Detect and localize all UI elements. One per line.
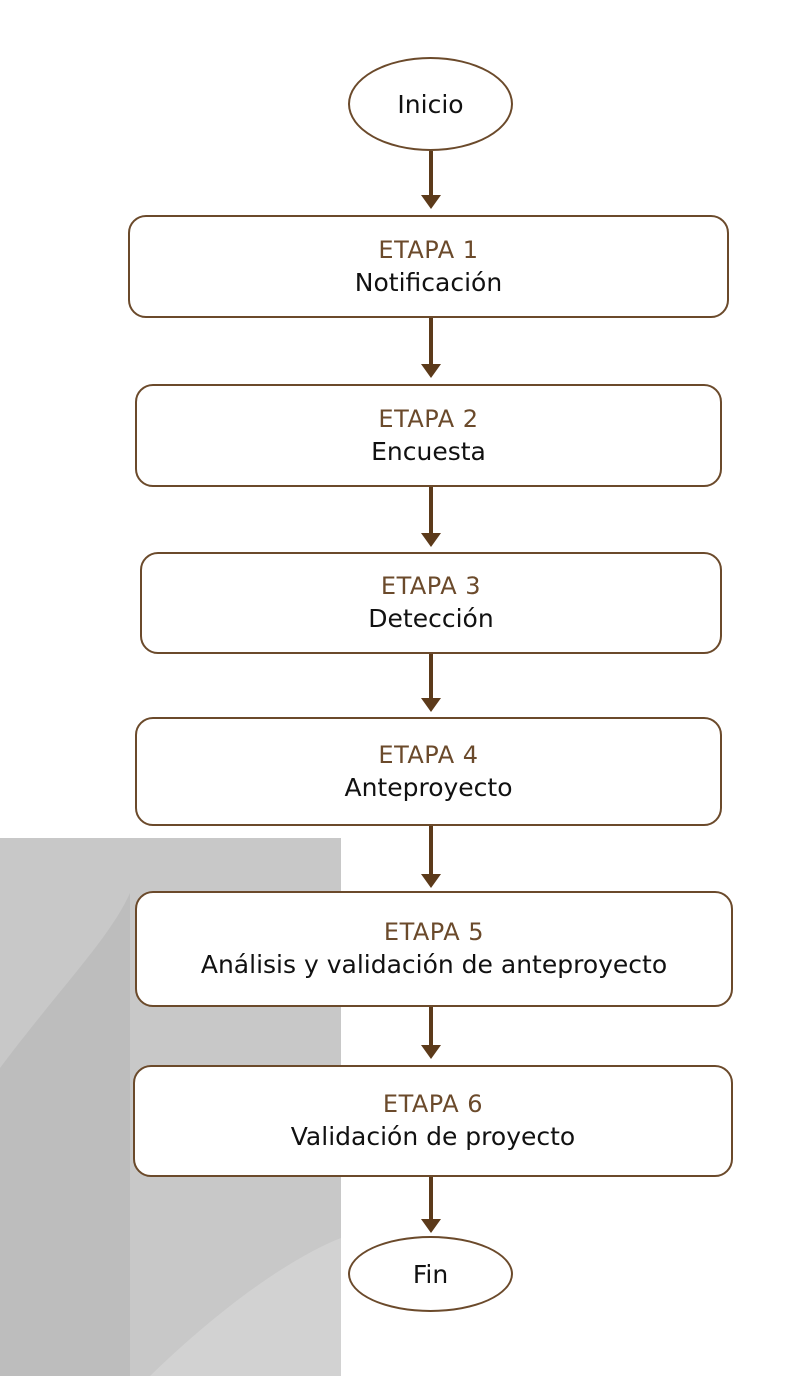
stage-4-label: ETAPA 4: [378, 740, 479, 769]
arrow-stage-2-to-3: [421, 487, 441, 547]
arrow-stage-4-to-5: [421, 826, 441, 888]
stage-1-box: ETAPA 1 Notificación: [128, 215, 729, 318]
end-node: Fin: [348, 1236, 513, 1312]
stage-4-box: ETAPA 4 Anteproyecto: [135, 717, 722, 826]
stage-3-box: ETAPA 3 Detección: [140, 552, 722, 654]
start-node: Inicio: [348, 57, 513, 151]
arrow-stage-6-to-end: [421, 1177, 441, 1233]
stage-1-label: ETAPA 1: [378, 235, 479, 264]
arrow-stage-3-to-4: [421, 654, 441, 712]
stage-5-box: ETAPA 5 Análisis y validación de antepro…: [135, 891, 733, 1007]
stage-1-name: Notificación: [354, 267, 503, 297]
arrow-stage-1-to-2: [421, 318, 441, 378]
stage-2-name: Encuesta: [371, 436, 486, 466]
stage-6-box: ETAPA 6 Validación de proyecto: [133, 1065, 733, 1177]
stage-6-label: ETAPA 6: [382, 1090, 484, 1118]
arrow-stage-5-to-6: [421, 1007, 441, 1059]
stage-5-name: Análisis y validación de anteproyecto: [200, 950, 668, 979]
stage-4-name: Anteproyecto: [344, 772, 513, 802]
end-label: Fin: [412, 1259, 449, 1289]
background-decor-shape: [0, 893, 341, 1376]
start-label: Inicio: [397, 89, 464, 119]
arrow-start-to-stage-1: [421, 151, 441, 209]
stage-3-name: Detección: [368, 604, 494, 633]
stage-6-name: Validación de proyecto: [290, 1122, 576, 1151]
stage-3-label: ETAPA 3: [380, 572, 482, 600]
stage-2-box: ETAPA 2 Encuesta: [135, 384, 722, 487]
stage-5-label: ETAPA 5: [383, 918, 485, 946]
stage-2-label: ETAPA 2: [378, 404, 479, 433]
